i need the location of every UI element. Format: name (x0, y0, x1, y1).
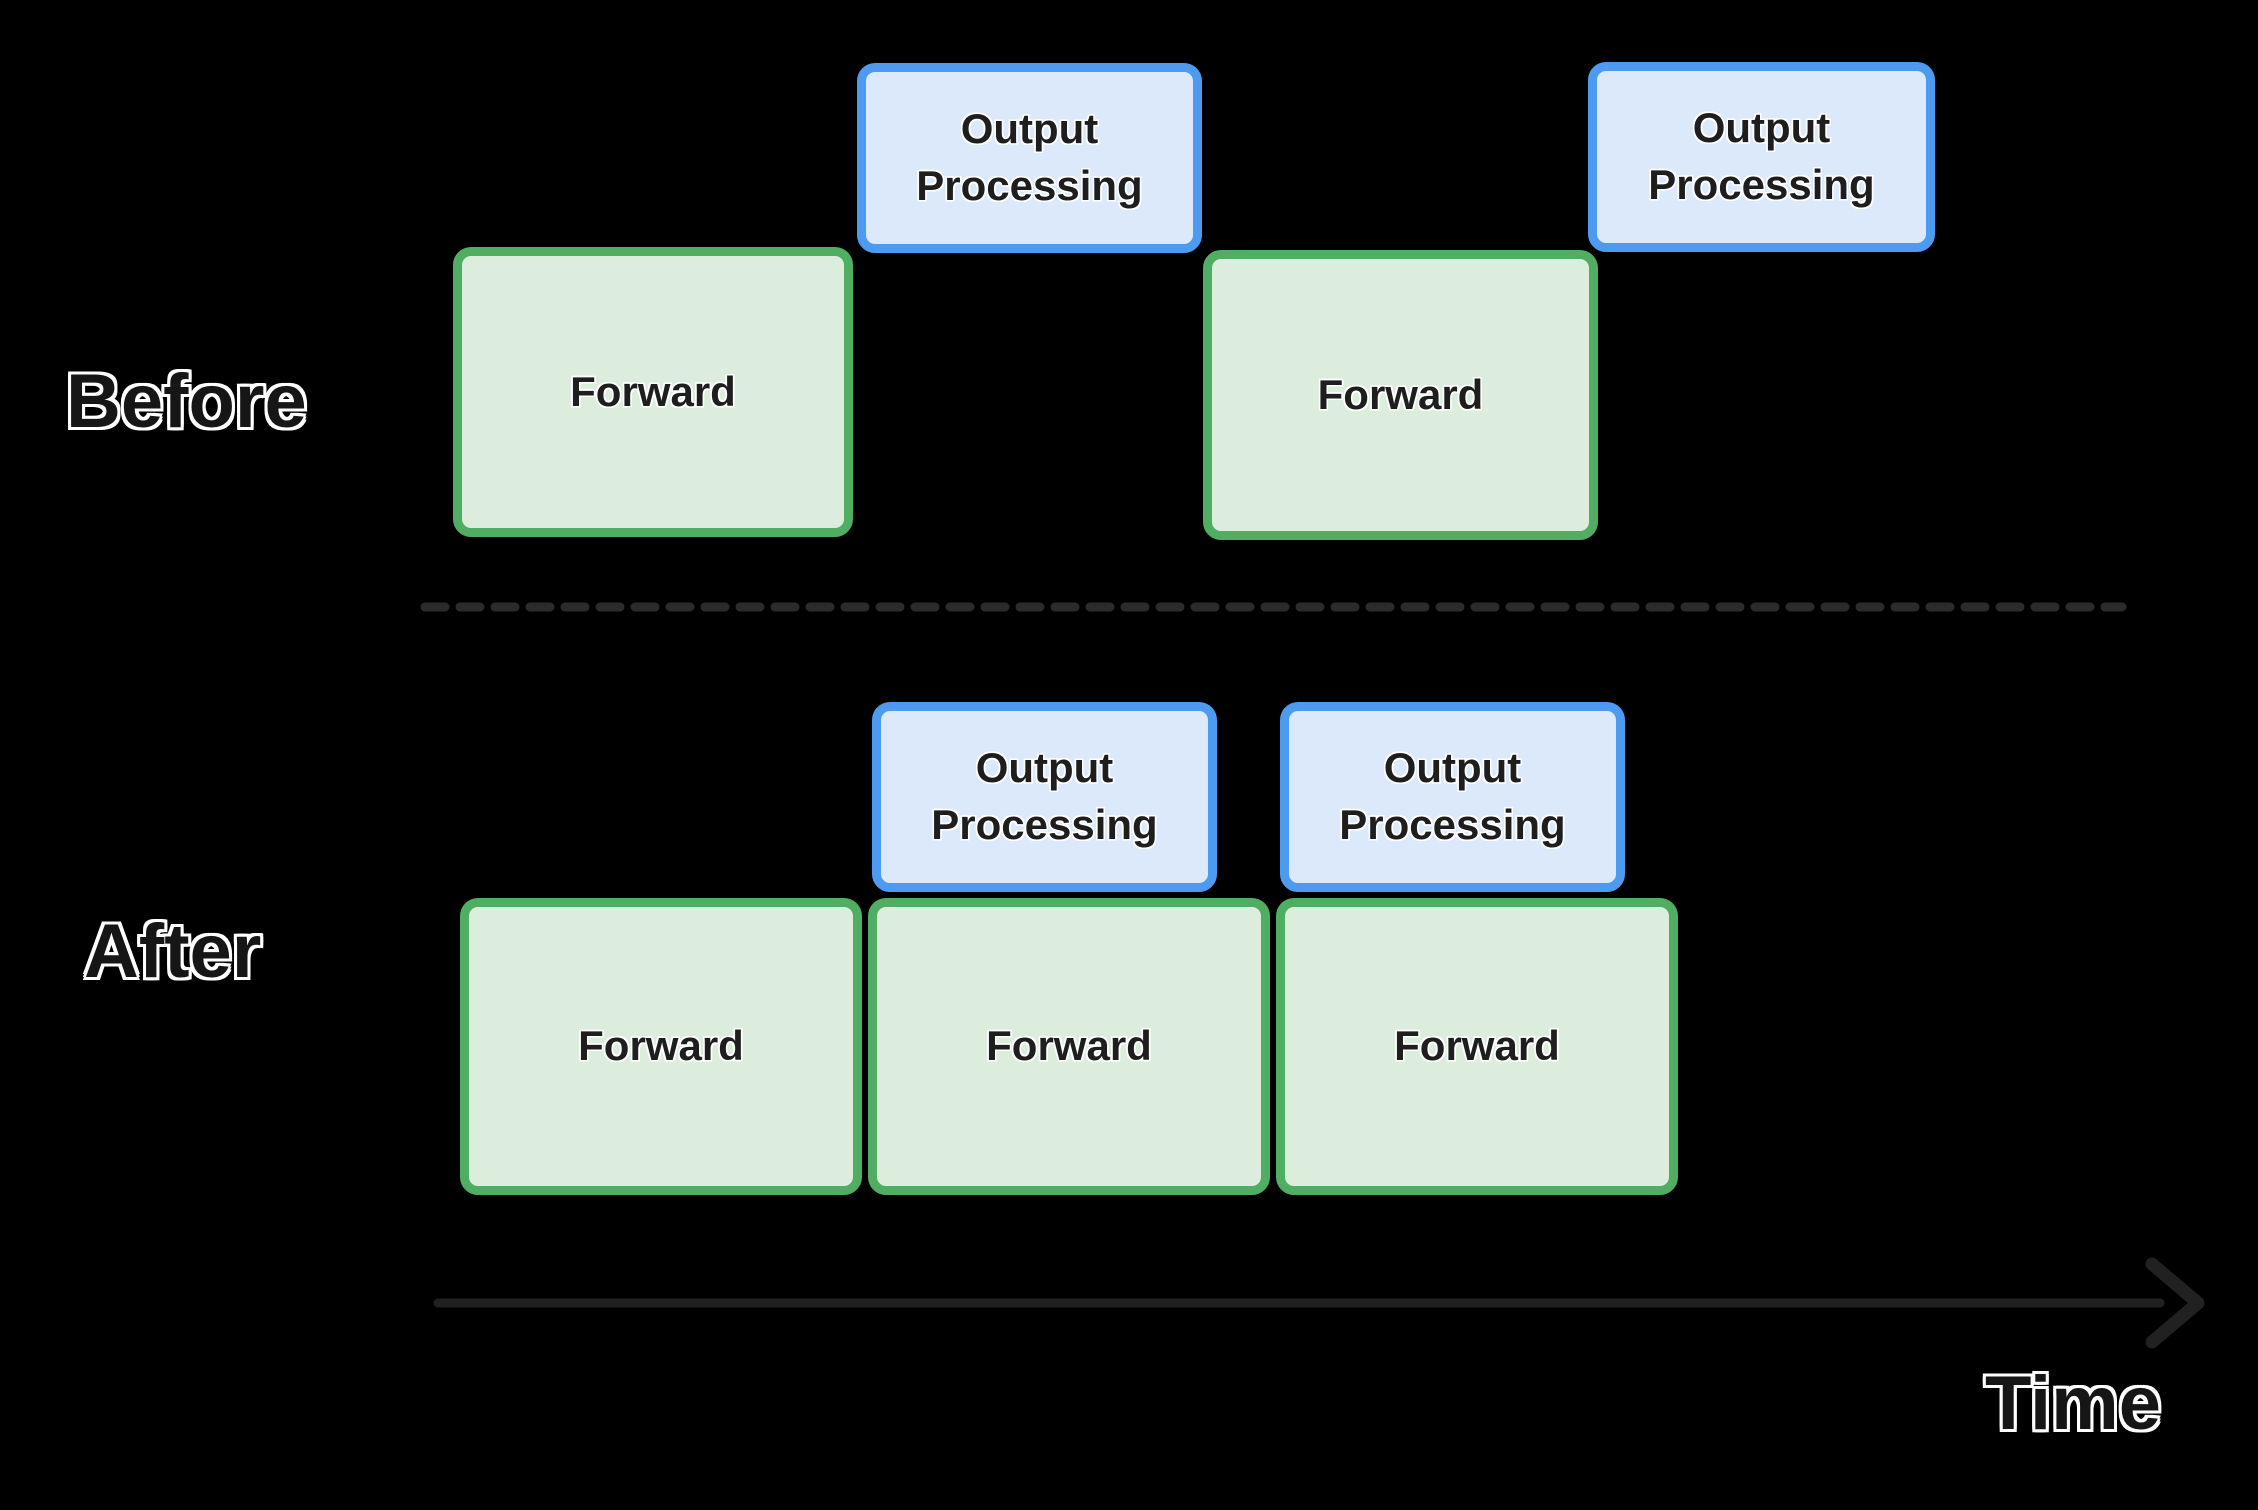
divider-dashed-line (420, 602, 2127, 612)
before-output-processing-box-2: Output Processing (1588, 62, 1935, 252)
before-forward-box-1-label: Forward (570, 367, 736, 415)
before-forward-box-2-label: Forward (1317, 370, 1484, 418)
after-row-label: After (84, 909, 262, 994)
before-output-processing-box-1-label: Output Processing (916, 105, 1143, 209)
time-axis-arrow (433, 1257, 2205, 1349)
after-forward-box-3-label: Forward (1394, 1022, 1560, 1070)
before-forward-box-1: Forward (453, 247, 853, 537)
after-forward-box-2: Forward (868, 898, 1270, 1195)
after-forward-box-1-label: Forward (578, 1022, 744, 1070)
time-axis-label: Time (1985, 1361, 2162, 1446)
after-forward-box-3: Forward (1276, 898, 1678, 1195)
before-row-label: Before (66, 359, 307, 444)
after-output-processing-box-1-label: Output Processing (931, 744, 1158, 848)
after-forward-box-2-label: Forward (986, 1022, 1152, 1070)
after-output-processing-box-2-label: Output Processing (1339, 744, 1566, 848)
before-output-processing-box-1: Output Processing (857, 63, 1202, 253)
before-forward-box-2: Forward (1203, 250, 1598, 540)
arrow-head-icon (2145, 1257, 2205, 1349)
after-output-processing-box-2: Output Processing (1280, 702, 1625, 892)
before-output-processing-box-2-label: Output Processing (1648, 104, 1875, 208)
after-forward-box-1: Forward (460, 898, 862, 1195)
after-output-processing-box-1: Output Processing (872, 702, 1217, 892)
